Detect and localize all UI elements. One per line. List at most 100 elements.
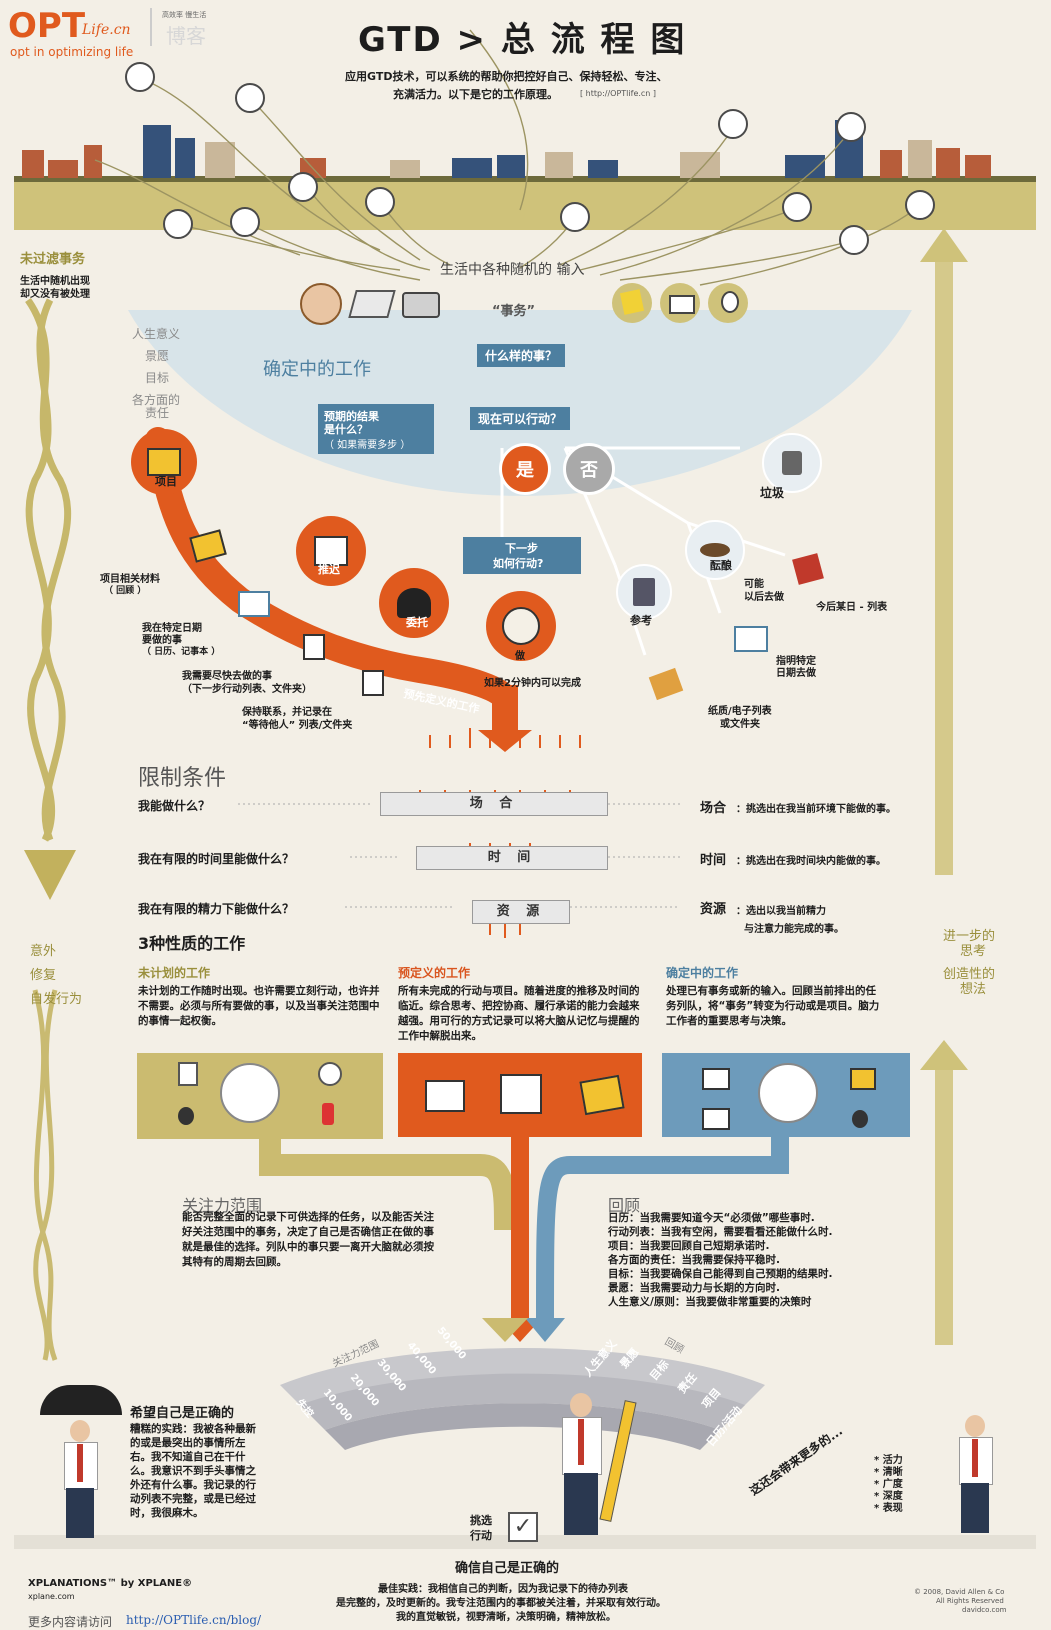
benefit-item: * 深度	[874, 1491, 903, 1502]
trust-text-1: 最佳实践：我相信自己的判断，因为我记录下的待办列表	[378, 1584, 628, 1595]
worried-person-figure	[60, 1420, 100, 1540]
review-list: 日历：当我需要知道今天“必须做”哪些事时. 行动列表：当我有空闲，需要看看还能做…	[608, 1211, 928, 1309]
benefit-item: * 广度	[874, 1479, 903, 1490]
predefined-text: 所有未完成的行动与项目。随着进度的推移及时间的临近。综合思考、把控协商、履行承诺…	[398, 985, 640, 1042]
copyright-line-1: © 2008, David Allen & Co	[914, 1588, 1005, 1596]
unplanned-person-avatar	[220, 1063, 280, 1123]
defining-title: 确定中的工作	[263, 359, 371, 380]
incubate-label: 酝酿	[710, 559, 732, 572]
tickler-line-2: 日期去做	[776, 668, 816, 679]
review-item-goals: 目标：当我要确保自己能得到自己预期的结果时.	[608, 1268, 833, 1280]
defer-node[interactable]	[296, 516, 366, 586]
umbrella-icon	[40, 1385, 122, 1415]
checkbox-icon[interactable]: ✓	[508, 1512, 538, 1542]
maybe-line-2: 以后去做	[744, 592, 784, 603]
incubate-node[interactable]	[685, 520, 745, 580]
person-icon	[300, 283, 342, 325]
predefined-title: 预定义的工作	[398, 966, 471, 980]
hope-text: 糟糕的实践：我被各种最新的或是最突出的事情所左右。我不知道自己在干什么。我意识不…	[130, 1423, 256, 1519]
delegate-label: 委托	[406, 616, 428, 629]
blog-link[interactable]: http://OPTlife.cn/blog/	[126, 1613, 262, 1627]
phone-icon	[402, 292, 440, 318]
stuff-label: “事务”	[492, 304, 536, 319]
hope-title: 希望自己是正确的	[130, 1406, 235, 1421]
do-node[interactable]	[486, 591, 556, 661]
paper-stack-icon	[348, 290, 396, 318]
copyright-line-2: All Rights Reserved	[936, 1597, 1004, 1605]
constraint-q2: 我在有限的时间里能做什么？	[138, 852, 295, 866]
next-action-line-2: 如何行动?	[493, 557, 544, 570]
trash-node[interactable]	[762, 433, 822, 493]
tickler-calendar-icon	[734, 626, 768, 652]
focus-text: 能否完整全面的记录下可供选择的任务，以及能否关注好关注范围中的事务，决定了自己是…	[182, 1211, 434, 1268]
idea-bubble	[708, 283, 748, 323]
blog-badge-top: 高效率 慢生活	[162, 11, 207, 19]
next-action-box: 下一步 如何行动?	[463, 537, 581, 574]
actionable-tag: 现在可以行动？	[470, 407, 571, 430]
constraint-q1: 我能做什么？	[138, 799, 211, 813]
project-node[interactable]	[131, 429, 197, 495]
creative-ideas-2: 想法	[960, 982, 987, 997]
xplane-site[interactable]: xplane.com	[28, 1592, 75, 1601]
filter-energy: 资 源	[472, 900, 570, 924]
email-icon	[669, 295, 695, 314]
calendar-line-1: 我在特定日期	[142, 623, 202, 634]
rule-energy-text-2: 与注意力能完成的事。	[744, 924, 844, 935]
action-list-icon	[303, 634, 325, 660]
rule-energy-label: 资源	[700, 902, 727, 917]
waiting-line-2: “等待他人” 列表/文件夹	[242, 720, 353, 731]
tickler-line-1: 指明特定	[776, 656, 816, 667]
rule-energy-text-1: ：选出以我当前精力	[736, 906, 826, 917]
rule-time-label: 时间	[700, 853, 727, 868]
site-logo[interactable]: OPT	[8, 6, 86, 46]
xplanations-logo[interactable]: XPLANATIONS™ by XPLANE®	[28, 1578, 193, 1589]
sticky-note-bubble	[612, 283, 652, 323]
level-areas-1: 各方面的	[132, 393, 181, 407]
blog-badge: 博客	[166, 24, 206, 48]
outcome-line-1: 预期的结果	[324, 410, 379, 423]
files-line-2: 或文件夹	[720, 719, 760, 730]
repair-label: 修复	[30, 968, 57, 983]
email-bubble	[660, 283, 700, 323]
review-item-vision: 景愿：当我需要动力与长期的方向时.	[608, 1282, 780, 1294]
level-areas-2: 责任	[145, 406, 170, 420]
defer-calendar-icon	[314, 536, 348, 566]
visit-label: 更多内容请访问	[28, 1615, 113, 1629]
asap-line-1: 我需要尽快去做的事	[182, 671, 272, 682]
yes-node[interactable]: 是	[499, 443, 551, 495]
rule-context-label: 场合	[700, 801, 727, 816]
defining-folder-icon	[850, 1068, 876, 1090]
choose-line-2: 行动	[470, 1529, 492, 1542]
reference-node[interactable]	[616, 564, 672, 620]
lightbulb-icon	[721, 291, 739, 313]
trash-label: 垃圾	[760, 486, 785, 500]
creative-ideas-1: 创造性的	[943, 967, 996, 982]
filter-time: 时 间	[416, 846, 608, 870]
review-title: 回顾	[608, 1196, 641, 1215]
delegate-people-icon	[397, 588, 431, 618]
defining-calendar-icon	[702, 1068, 730, 1090]
unfiltered-desc-1: 生活中随机出现	[20, 276, 90, 287]
review-item-calendar: 日历：当我需要知道今天“必须做”哪些事时.	[608, 1212, 815, 1224]
delegate-node[interactable]	[379, 568, 449, 638]
asap-line-2: （下一步行动列表、文件夹）	[182, 684, 312, 695]
small-person-icon	[178, 1107, 194, 1125]
review-item-purpose: 人生意义/原则：当我要做非常重要的决策时	[608, 1296, 812, 1308]
copyright-line-3: davidco.com	[962, 1606, 1007, 1614]
focus-title: 关注力范围	[182, 1196, 263, 1215]
file-cabinet-icon	[633, 578, 655, 606]
logo-tagline: opt in optimizing life	[10, 45, 134, 59]
trash-can-icon	[782, 451, 802, 475]
calendar-line-3: （ 日历、记事本 ）	[142, 647, 221, 657]
subtitle-url[interactable]: [ http://OPTlife.cn ]	[580, 89, 657, 98]
outcome-line-3: （ 如果需要多步 ）	[324, 440, 411, 451]
unplanned-text: 未计划的工作随时出现。也许需要立刻行动，也许并不需要。必须与所有要做的事，以及当…	[138, 985, 380, 1027]
predefined-folder-icon	[579, 1074, 625, 1116]
mobile-phone-icon	[322, 1103, 334, 1125]
someday-list-label: 今后某日 - 列表	[816, 602, 888, 613]
no-node[interactable]: 否	[563, 443, 615, 495]
benefit-item: * 活力	[874, 1455, 903, 1466]
level-vision: 景愿	[145, 349, 170, 363]
note-icon	[178, 1062, 198, 1086]
rule-time-text: ：挑选出在我时间块内能做的事。	[736, 856, 886, 867]
